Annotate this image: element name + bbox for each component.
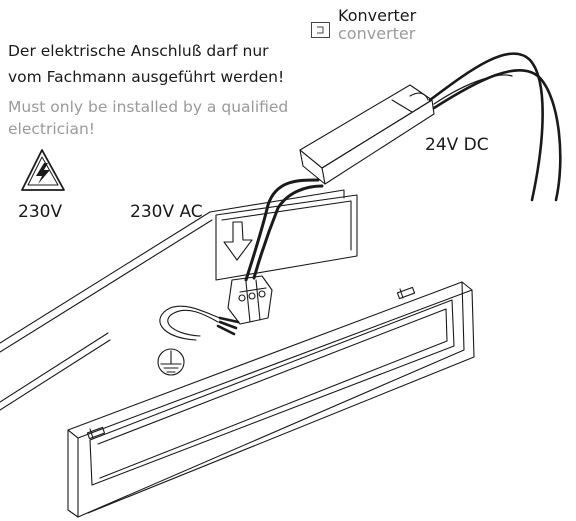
terminal-block — [227, 275, 273, 325]
mains-cable — [159, 305, 240, 341]
earth-ground-icon — [157, 348, 185, 376]
dc-voltage-label: 24V DC — [425, 135, 489, 155]
warning-de-line1: Der elektrische Anschluß darf nur — [8, 42, 269, 60]
converter-symbol-icon — [311, 22, 330, 38]
legend-converter-en: converter — [338, 24, 416, 43]
warning-de-line2: vom Fachmann ausgeführt werden! — [8, 68, 285, 86]
high-voltage-warning-icon — [21, 149, 65, 191]
hazard-voltage-label: 230V — [18, 202, 63, 222]
recessed-luminaire-frame — [67, 281, 475, 518]
converter-box — [299, 84, 435, 185]
warning-en-line1: Must only be installed by a qualified — [8, 98, 289, 116]
dc-output-cable — [428, 52, 562, 202]
secondary-cable — [244, 178, 324, 282]
insertion-arrow — [223, 221, 253, 261]
legend-converter-de: Konverter — [338, 6, 417, 25]
ceiling-panel — [0, 189, 358, 411]
warning-en-line2: electrician! — [8, 120, 96, 138]
ac-voltage-label: 230V AC — [130, 202, 203, 222]
